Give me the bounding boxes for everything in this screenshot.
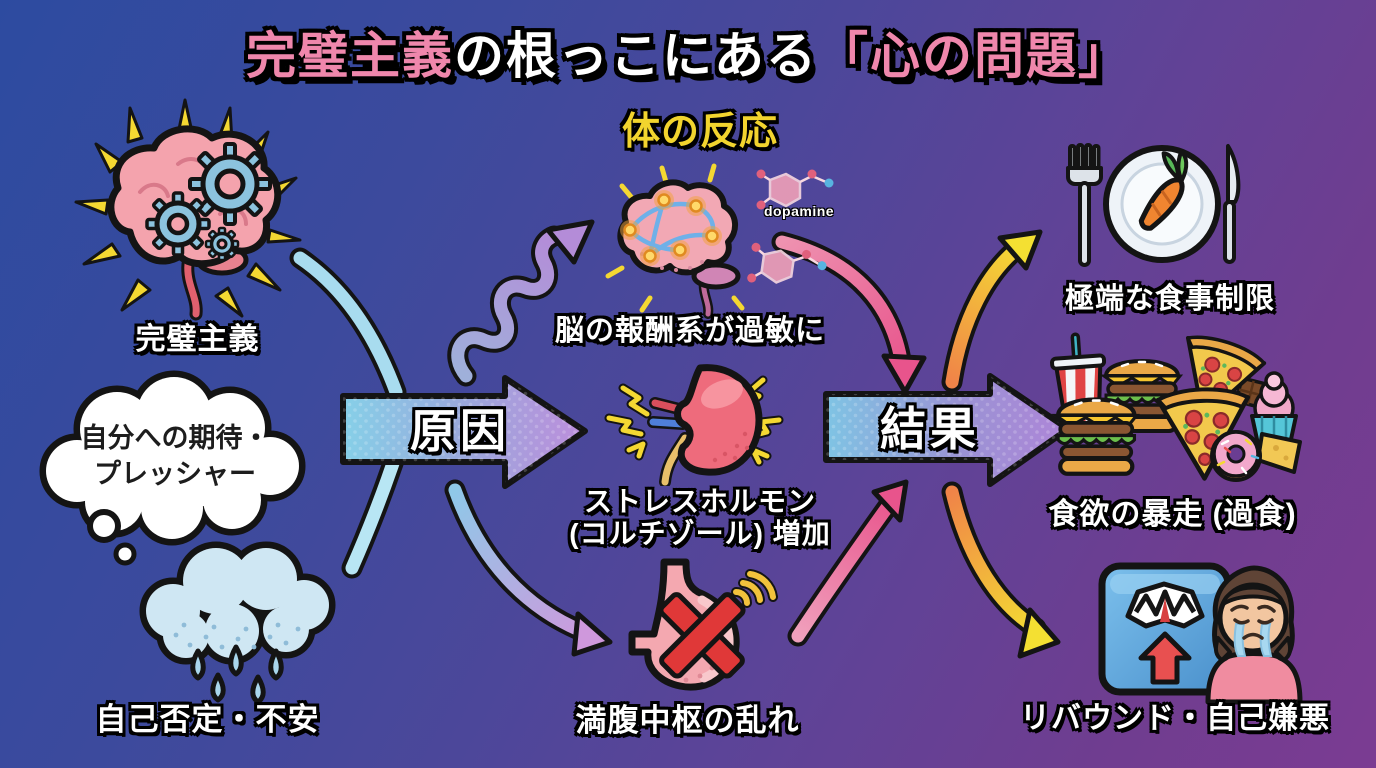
weight-scale-icon <box>1094 558 1236 700</box>
rain-cloud-icon <box>128 533 338 705</box>
kidney-icon <box>595 358 795 488</box>
stress-line1: ストレスホルモン <box>583 486 816 517</box>
stress-line2: (コルチゾール) 増加 <box>569 518 831 550</box>
stomach-x-icon <box>602 556 787 706</box>
perfectionism-label: 完璧主義 <box>135 323 260 356</box>
result-arrow <box>823 373 1071 487</box>
page-title: 完璧主義 の根っこにある 「心の問題」 <box>0 16 1376 88</box>
body-reaction-section-label: 体の反応 <box>621 111 778 153</box>
result-arrow-label: 結果 <box>880 403 980 455</box>
brain-network-icon <box>592 158 787 320</box>
satiety-center-label: 満腹中枢の乱れ <box>575 703 800 738</box>
reward-system-label: 脳の報酬系が過敏に <box>554 315 825 347</box>
pressure-thought-text: 自分への期待・ プレッシャー <box>45 420 305 493</box>
title-accent-post: 「心の問題」 <box>818 28 1130 84</box>
dopamine-molecule-icon <box>742 242 834 300</box>
plate-fork-knife-icon <box>1060 140 1260 272</box>
crying-person-icon <box>1196 560 1311 705</box>
pressure-line1: 自分への期待・ <box>80 423 270 453</box>
junk-food-icon <box>1046 330 1304 488</box>
title-accent-pre: 完璧主義 <box>246 28 454 84</box>
restriction-label: 極端な食事制限 <box>1064 283 1275 315</box>
thought-cloud-icon <box>22 366 332 571</box>
rebound-label: リバウンド・自己嫌悪 <box>1020 702 1330 735</box>
cause-arrow <box>340 375 588 489</box>
dopamine-label: dopamine <box>763 203 835 219</box>
title-middle: の根っこにある <box>454 28 818 84</box>
cause-arrow-label: 原因 <box>410 405 510 457</box>
binge-eating-label: 食欲の暴走 (過食) <box>1048 498 1297 531</box>
pressure-line2: プレッシャー <box>94 459 256 490</box>
stress-hormone-label: ストレスホルモン (コルチゾール) 増加 <box>550 486 850 550</box>
dopamine-molecule-icon <box>752 168 840 216</box>
brain-gears-icon <box>70 92 325 342</box>
self-denial-label: 自己否定・不安 <box>95 702 320 737</box>
